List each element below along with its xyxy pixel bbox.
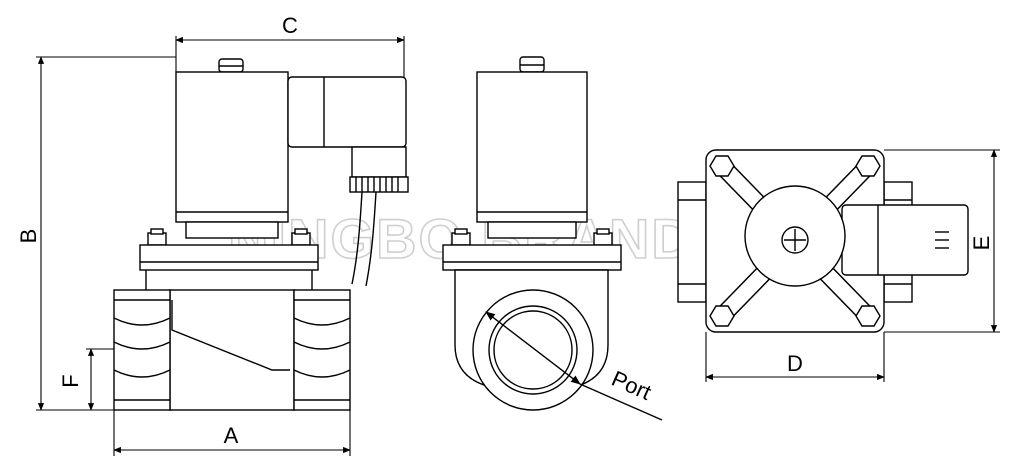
front-bolt-right: [593, 232, 613, 246]
front-bolt-left: [451, 232, 471, 246]
dim-e-label: E: [969, 236, 994, 251]
front-port-inner: [488, 305, 578, 395]
side-cable-gland: [349, 176, 409, 193]
front-flange: [442, 244, 622, 271]
front-coil-housing: [476, 71, 588, 223]
dimension-lines: [36, 36, 1000, 456]
top-connector: [841, 204, 969, 276]
dim-d-label: D: [787, 351, 803, 376]
side-bolt-right: [291, 232, 311, 246]
dim-c-label: C: [282, 13, 298, 38]
side-connector-box: [287, 76, 407, 148]
side-valve-body: [169, 289, 295, 411]
side-port-right: [293, 289, 351, 411]
side-flange: [139, 244, 319, 271]
dim-f-label: F: [58, 374, 83, 387]
top-view: [677, 149, 969, 333]
top-port-left: [677, 181, 707, 303]
front-view: [442, 56, 622, 411]
dim-a-label: A: [224, 423, 239, 448]
side-view: [113, 58, 409, 411]
side-bolt-left: [147, 232, 167, 246]
dim-b-label: B: [16, 229, 41, 244]
top-bolt-hex: [709, 155, 735, 177]
side-wire: [351, 191, 363, 285]
side-port-left: [113, 289, 171, 411]
side-coil-housing: [175, 71, 289, 223]
